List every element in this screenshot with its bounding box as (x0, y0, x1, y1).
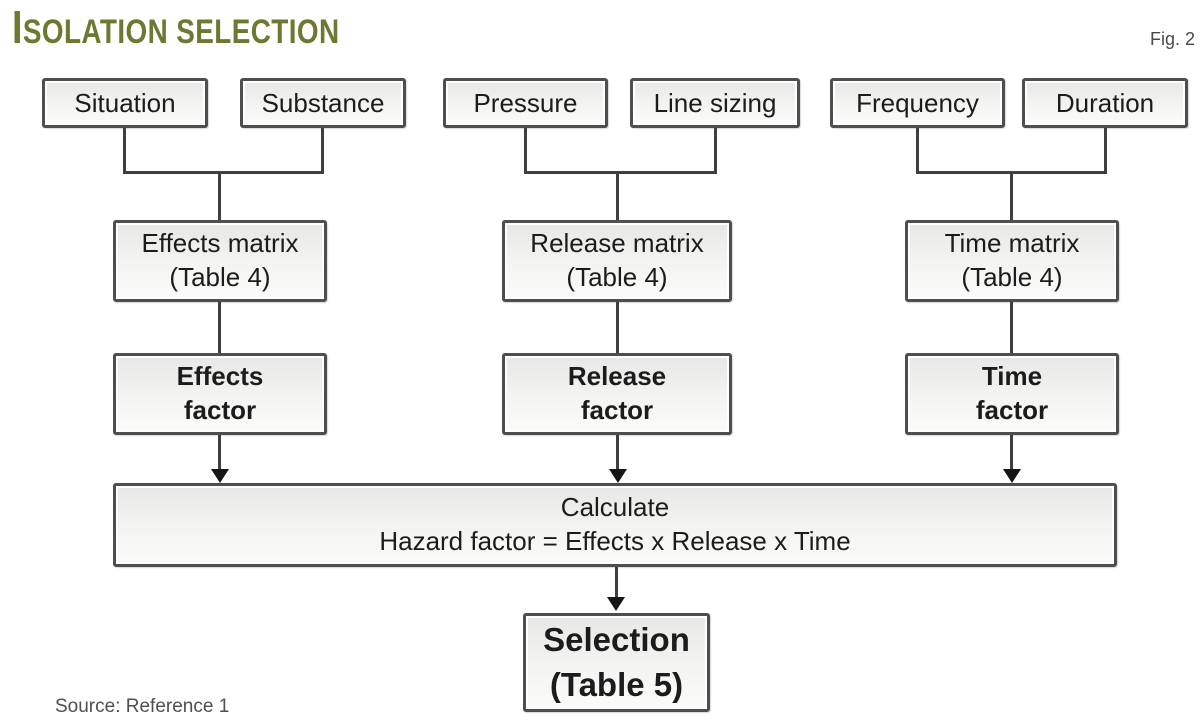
box-situation: Situation (42, 78, 208, 128)
box-release-matrix-line1: Release matrix (530, 228, 704, 259)
box-line-sizing: Line sizing (630, 78, 800, 128)
box-situation-label: Situation (74, 87, 176, 118)
box-calculate-line2: Hazard factor = Effects x Release x Time (379, 526, 851, 556)
box-time-factor-line2: factor (975, 395, 1049, 425)
connector-line (524, 171, 717, 174)
box-selection-line2: (Table 5) (549, 665, 684, 703)
connector-line (123, 171, 324, 174)
box-pressure: Pressure (443, 78, 608, 128)
box-time-matrix: Time matrix (Table 4) (905, 220, 1119, 302)
connector-line (1104, 128, 1107, 174)
box-time-matrix-line2: (Table 4) (961, 262, 1063, 292)
connector-line (123, 128, 126, 174)
box-selection-line1: Selection (543, 620, 690, 658)
arrow-down-icon (211, 469, 229, 483)
connector-line (615, 567, 618, 599)
page-title-initial: I (12, 1, 23, 53)
connector-line (218, 302, 221, 353)
connector-line (218, 174, 221, 220)
box-duration: Duration (1022, 78, 1188, 128)
connector-line (714, 128, 717, 174)
page-title: ISOLATION SELECTION (12, 4, 340, 52)
arrow-down-icon (1003, 469, 1021, 483)
box-calculate-line1: Calculate (560, 492, 670, 523)
box-release-matrix: Release matrix (Table 4) (502, 220, 732, 302)
box-substance: Substance (240, 78, 406, 128)
connector-line (616, 435, 619, 471)
box-time-factor: Time factor (905, 353, 1119, 435)
box-effects-factor-line2: factor (183, 395, 257, 425)
box-pressure-label: Pressure (473, 87, 578, 118)
figure-number-label: Fig. 2 (1150, 29, 1196, 49)
box-release-factor-line2: factor (580, 395, 654, 425)
page-title-rest: SOLATION SELECTION (22, 13, 340, 51)
box-release-matrix-line2: (Table 4) (566, 262, 668, 292)
arrow-down-icon (609, 469, 627, 483)
connector-line (1010, 302, 1013, 353)
connector-line (1010, 435, 1013, 471)
connector-line (321, 128, 324, 174)
box-effects-matrix-line2: (Table 4) (169, 262, 271, 292)
box-release-factor-line1: Release (567, 361, 667, 392)
box-time-factor-line1: Time (981, 361, 1043, 392)
box-frequency-label: Frequency (856, 87, 979, 118)
box-line-sizing-label: Line sizing (653, 87, 777, 118)
box-effects-matrix-line1: Effects matrix (141, 228, 299, 259)
connector-line (218, 435, 221, 471)
source-label: Source: Reference 1 (55, 696, 230, 717)
arrow-down-icon (607, 597, 625, 611)
connector-line (616, 174, 619, 220)
box-effects-factor-line1: Effects (176, 361, 264, 392)
connector-line (1010, 174, 1013, 220)
connector-line (524, 128, 527, 174)
connector-line (916, 128, 919, 174)
box-time-matrix-line1: Time matrix (944, 228, 1080, 259)
box-duration-label: Duration (1055, 87, 1155, 118)
box-release-factor: Release factor (502, 353, 732, 435)
connector-line (616, 302, 619, 353)
box-effects-factor: Effects factor (113, 353, 327, 435)
box-substance-label: Substance (261, 87, 385, 118)
box-calculate: Calculate Hazard factor = Effects x Rele… (113, 483, 1117, 567)
connector-line (916, 171, 1107, 174)
box-selection: Selection (Table 5) (523, 613, 710, 712)
box-effects-matrix: Effects matrix (Table 4) (113, 220, 327, 302)
box-frequency: Frequency (830, 78, 1005, 128)
